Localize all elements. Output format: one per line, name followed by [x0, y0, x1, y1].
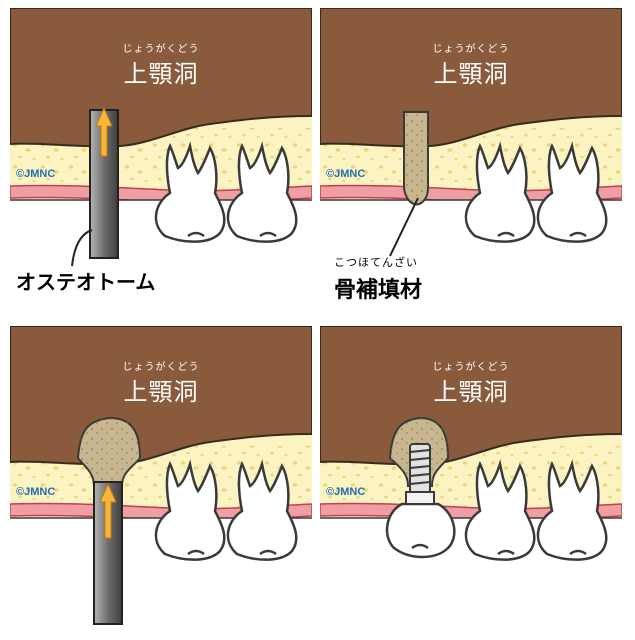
tooth-icon: [154, 141, 298, 243]
tooth-icon: [154, 459, 298, 561]
panel-implant-placement: じょうがくどう 上顎洞 ©JMNC: [320, 326, 622, 638]
panel-osteotome-insertion: じょうがくどう 上顎洞 ©JMNC オステオトーム: [10, 8, 312, 320]
sinus-ruby: じょうがくどう: [122, 44, 200, 55]
sinus-region: [320, 326, 622, 466]
sinus-title: 上顎洞: [433, 60, 509, 88]
copyright-mark: ©JMNC: [16, 168, 56, 180]
copyright-mark: ©JMNC: [16, 486, 56, 498]
bone-graft-label: 骨補填材: [334, 278, 423, 303]
sinus-title: 上顎洞: [433, 378, 509, 406]
implant-icon: [405, 443, 435, 505]
copyright-mark: ©JMNC: [326, 486, 366, 498]
arrow-up-icon: [99, 482, 117, 539]
diagram-illustration: [320, 8, 622, 320]
panel-sinus-lift: じょうがくどう 上顎洞 ©JMNC: [10, 326, 312, 638]
sinus-region: [10, 8, 312, 148]
sinus-region: [320, 8, 622, 148]
tooth-icon: [385, 459, 608, 561]
sinus-title: 上顎洞: [123, 378, 199, 406]
sinus-ruby: じょうがくどう: [122, 362, 200, 373]
leader-line: [71, 229, 93, 267]
panel-bone-graft: じょうがくどう 上顎洞 ©JMNC こつほてんざい 骨補填材: [320, 8, 622, 320]
bone-graft-ruby: こつほてんざい: [334, 256, 418, 269]
copyright-mark: ©JMNC: [326, 168, 366, 180]
arrow-up-icon: [95, 106, 113, 157]
leader-line: [389, 197, 419, 257]
sinus-ruby: じょうがくどう: [432, 44, 510, 55]
osteotome-label: オステオトーム: [16, 270, 156, 294]
diagram-illustration: [10, 326, 312, 638]
tooth-icon: [464, 141, 608, 243]
sinus-ruby: じょうがくどう: [432, 362, 510, 373]
diagram-illustration: [320, 326, 622, 638]
sinus-title: 上顎洞: [123, 60, 199, 88]
diagram-illustration: [10, 8, 312, 320]
